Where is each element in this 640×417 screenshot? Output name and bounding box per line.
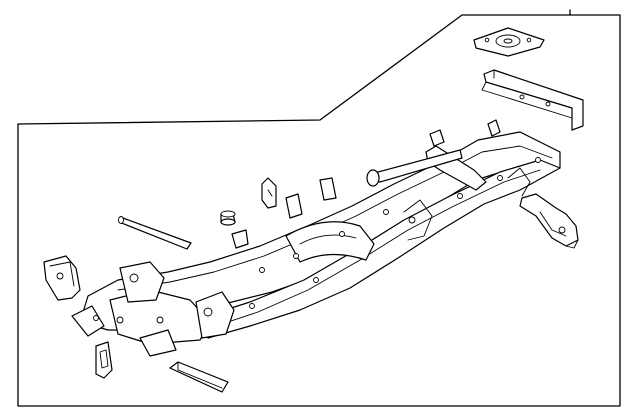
frame-bushing[interactable] (220, 210, 236, 226)
front-engine-mount-bracket[interactable] (43, 255, 81, 301)
skid-plate-channel[interactable] (169, 361, 229, 393)
frame-assembly[interactable] (71, 119, 561, 357)
front-tow-hook[interactable] (95, 341, 113, 379)
rear-crossmember[interactable] (481, 69, 584, 131)
body-mount-bracket[interactable] (261, 177, 277, 209)
rear-spring-bracket[interactable] (519, 193, 579, 249)
diagram-panel (17, 9, 621, 407)
spare-tire-bracket[interactable] (473, 27, 545, 57)
transfer-case-tube[interactable] (118, 216, 192, 250)
